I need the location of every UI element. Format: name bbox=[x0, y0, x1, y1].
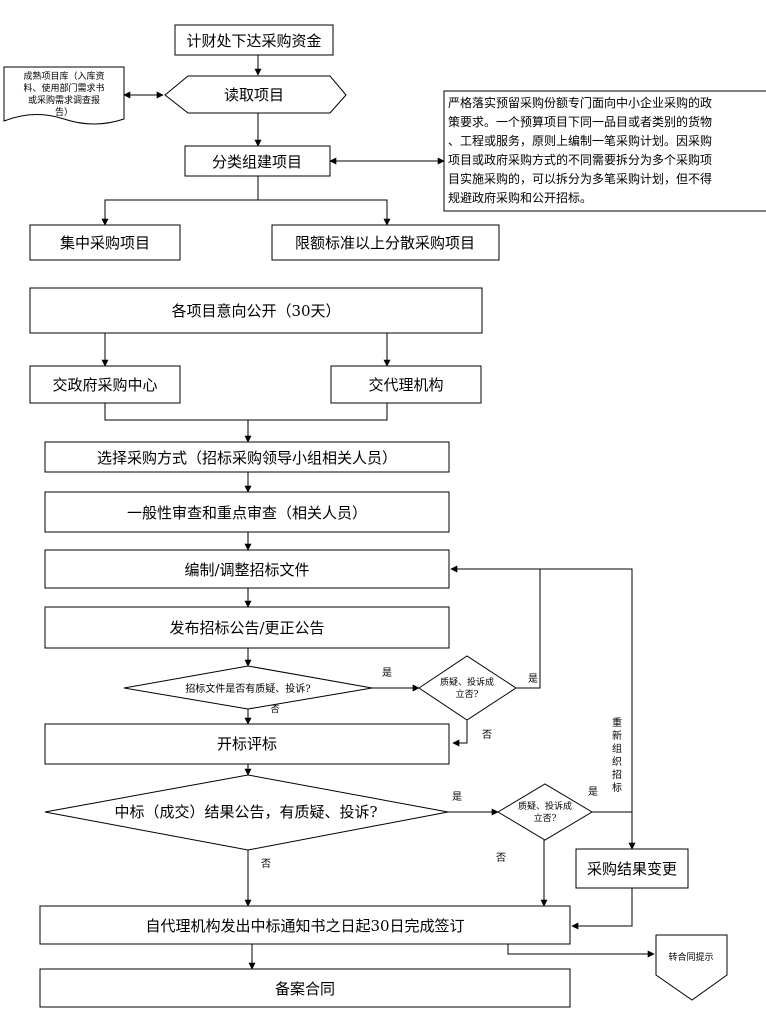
intent-publish-label: 各项目意向公开（30天） bbox=[171, 302, 340, 320]
decentralized-label: 限额标准以上分散采购项目 bbox=[295, 234, 475, 252]
classify-project-node: 分类组建项目 bbox=[184, 145, 331, 177]
arrow-classify-centralized bbox=[101, 176, 259, 226]
result-change-node: 采购结果变更 bbox=[575, 848, 689, 889]
rebid-char-1: 重 bbox=[612, 716, 622, 729]
connectors bbox=[101, 55, 655, 970]
project-library-line-1: 成熟项目库（入库资 bbox=[23, 70, 104, 82]
arrow-sign-hint bbox=[507, 944, 655, 958]
policy-note-node: 严格落实预留采购份额专门面向中小企业采购的政 策要求。一个预算项目下同一品目或者… bbox=[443, 90, 766, 212]
edge-labels: 是 否 是 否 是 否 是 否 bbox=[261, 667, 598, 870]
no-valid1-label: 否 bbox=[482, 729, 492, 741]
complaint-valid-2-line-1: 质疑、投诉成 bbox=[518, 800, 572, 812]
rebid-char-3: 组 bbox=[612, 742, 622, 755]
result-question-label: 中标（成交）结果公告，有质疑、投诉? bbox=[114, 803, 377, 821]
centralized-node: 集中采购项目 bbox=[29, 224, 181, 261]
complaint-valid-1-line-1: 质疑、投诉成 bbox=[440, 676, 494, 688]
sign-contract-node: 自代理机构发出中标通知书之日起30日完成签订 bbox=[39, 905, 571, 945]
publish-notice-label: 发布招标公告/更正公告 bbox=[169, 619, 324, 637]
policy-note-line-5: 目实施采购的，可以拆分为多笔采购计划，但不得 bbox=[448, 171, 712, 186]
rebid-char-6: 标 bbox=[612, 782, 622, 794]
arrow-valid1-compile bbox=[450, 565, 541, 689]
result-question-node: 中标（成交）结果公告，有质疑、投诉? bbox=[44, 774, 449, 851]
complaint-valid-2-node: 质疑、投诉成 立否? bbox=[497, 783, 593, 841]
rebid-char-2: 新 bbox=[612, 729, 622, 742]
rebid-label: 重 新 组 织 招 标 bbox=[612, 716, 622, 794]
read-project-label: 读取项目 bbox=[224, 86, 284, 104]
yes-result-label: 是 bbox=[452, 791, 462, 803]
contract-hint-label: 转合同提示 bbox=[668, 951, 713, 963]
sign-contract-label: 自代理机构发出中标通知书之日起30日完成签订 bbox=[145, 917, 464, 935]
project-library-node: 成熟项目库（入库资 料、使用部门需求书 或采购需求调查报 告） bbox=[3, 66, 125, 125]
doc-question-node: 招标文件是否有质疑、投诉? bbox=[123, 665, 373, 710]
read-project-node: 读取项目 bbox=[164, 75, 347, 114]
choose-method-node: 选择采购方式（招标采购领导小组相关人员） bbox=[44, 441, 450, 473]
centralized-label: 集中采购项目 bbox=[60, 234, 150, 252]
intent-publish-node: 各项目意向公开（30天） bbox=[29, 287, 483, 334]
no-valid2-label: 否 bbox=[496, 852, 506, 864]
gov-center-label: 交政府采购中心 bbox=[52, 376, 157, 394]
bid-opening-label: 开标评标 bbox=[217, 735, 277, 753]
agency-label: 交代理机构 bbox=[368, 376, 443, 394]
no-doc-label: 否 bbox=[270, 704, 279, 715]
rebid-char-4: 织 bbox=[612, 756, 622, 768]
project-library-line-2: 料、使用部门需求书 bbox=[23, 82, 104, 94]
compile-docs-label: 编制/调整招标文件 bbox=[184, 561, 309, 579]
bid-opening-node: 开标评标 bbox=[44, 723, 450, 765]
review-node: 一般性审查和重点审查（相关人员） bbox=[44, 491, 450, 533]
doc-question-label: 招标文件是否有质疑、投诉? bbox=[185, 682, 310, 695]
policy-note-line-3: 、工程或服务，原则上编制一笔采购计划。因采购 bbox=[448, 133, 712, 148]
yes-valid2-label: 是 bbox=[588, 786, 598, 798]
no-result-label: 否 bbox=[261, 858, 271, 870]
funding-node: 计财处下达采购资金 bbox=[174, 24, 334, 56]
rebid-char-5: 招 bbox=[612, 768, 622, 781]
arrow-change-sign bbox=[571, 888, 633, 930]
choose-method-label: 选择采购方式（招标采购领导小组相关人员） bbox=[97, 449, 397, 467]
policy-note-line-2: 策要求。一个预算项目下同一品目或者类别的货物 bbox=[448, 114, 712, 129]
archive-label: 备案合同 bbox=[275, 980, 335, 998]
yes-doc-label: 是 bbox=[382, 667, 392, 679]
project-library-line-3: 或采购需求调查报 bbox=[28, 94, 100, 106]
complaint-valid-1-line-2: 立否? bbox=[456, 688, 479, 700]
complaint-valid-2-line-2: 立否? bbox=[534, 812, 557, 824]
agency-node: 交代理机构 bbox=[330, 365, 482, 404]
arrow-classify-decentralized bbox=[258, 199, 391, 226]
gov-center-node: 交政府采购中心 bbox=[29, 365, 181, 404]
compile-docs-node: 编制/调整招标文件 bbox=[44, 549, 450, 589]
policy-note-line-6: 规避政府采购和公开招标。 bbox=[448, 190, 592, 205]
project-library-line-4: 告） bbox=[55, 106, 73, 118]
funding-label: 计财处下达采购资金 bbox=[186, 32, 321, 50]
contract-hint-node: 转合同提示 bbox=[655, 934, 728, 1001]
line-rebid-loop bbox=[540, 568, 633, 812]
yes-valid1-label: 是 bbox=[528, 673, 538, 685]
result-change-label: 采购结果变更 bbox=[587, 860, 677, 878]
classify-project-label: 分类组建项目 bbox=[212, 153, 302, 171]
policy-note-line-1: 严格落实预留采购份额专门面向中小企业采购的政 bbox=[448, 95, 712, 110]
decentralized-node: 限额标准以上分散采购项目 bbox=[271, 224, 500, 261]
arrow-valid1-opening bbox=[452, 720, 468, 747]
merge-line bbox=[104, 403, 388, 421]
review-label: 一般性审查和重点审查（相关人员） bbox=[127, 504, 367, 522]
complaint-valid-1-node: 质疑、投诉成 立否? bbox=[418, 655, 517, 721]
publish-notice-node: 发布招标公告/更正公告 bbox=[44, 606, 450, 649]
policy-note-line-4: 项目或政府采购方式的不同需要拆分为多个采购项 bbox=[448, 152, 712, 167]
archive-node: 备案合同 bbox=[39, 968, 571, 1008]
